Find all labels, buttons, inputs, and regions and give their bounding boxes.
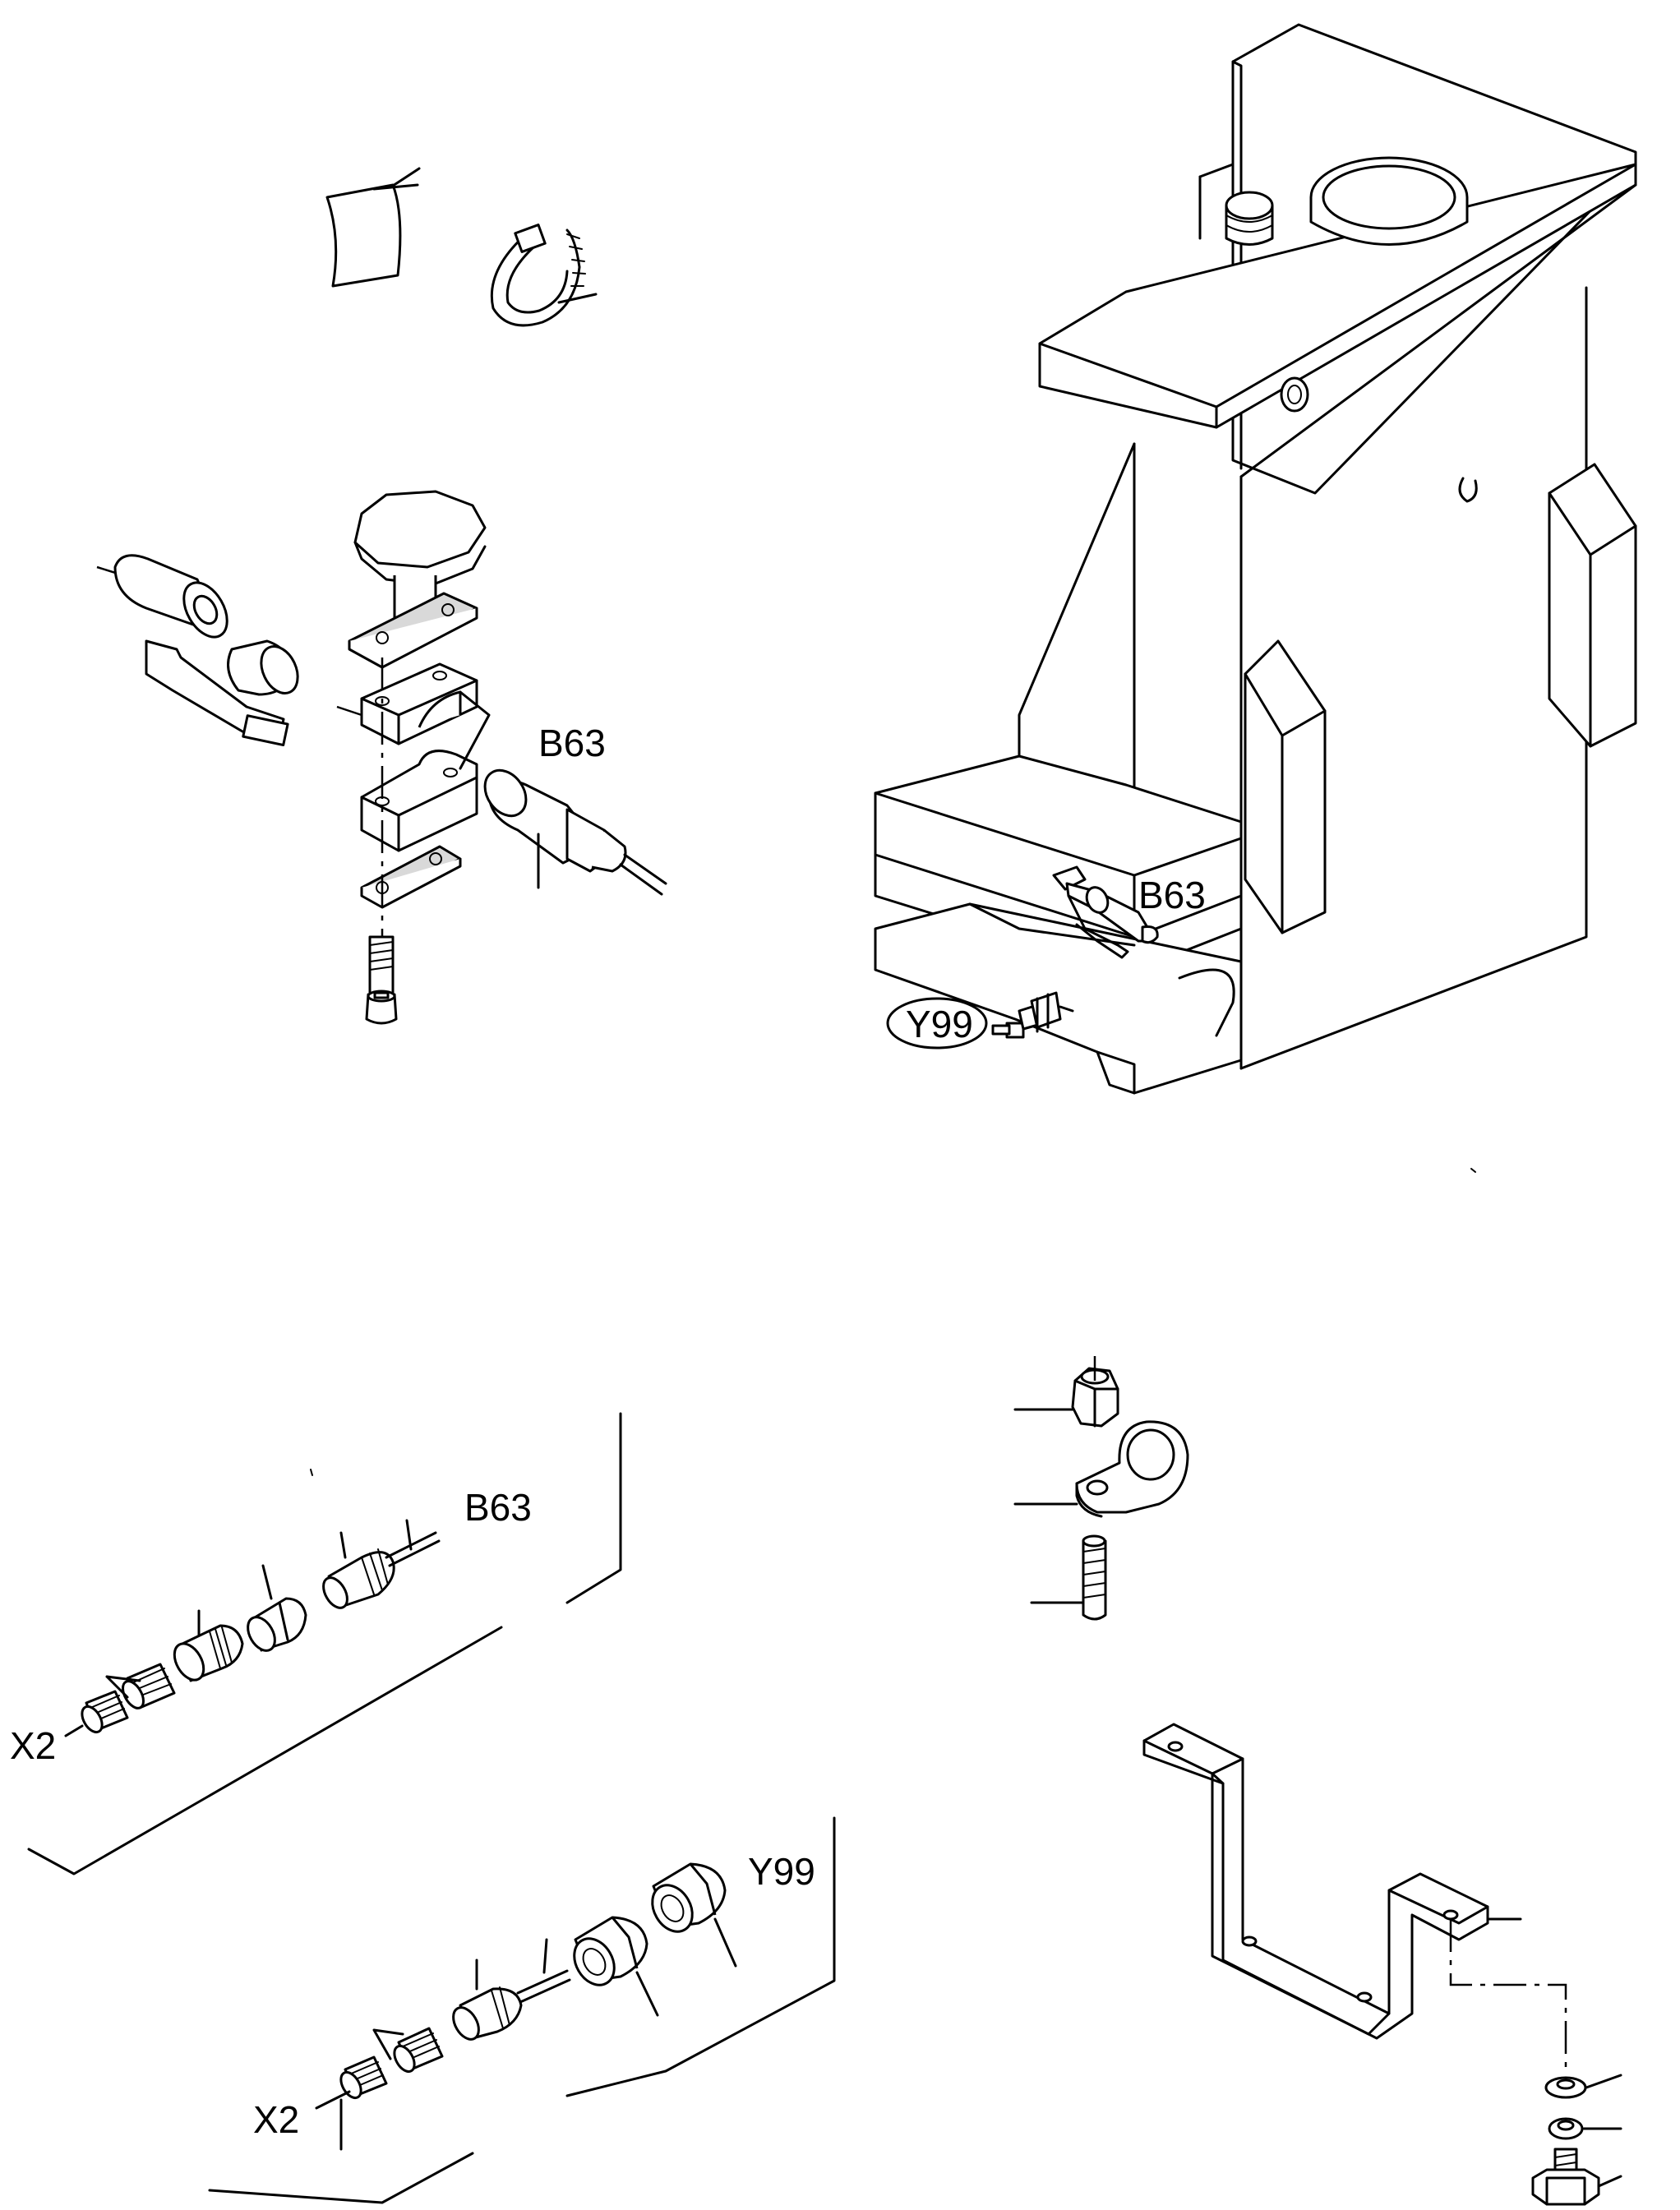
label-b63-connector: B63 (464, 1486, 532, 1529)
y99-connector-parts-icon (315, 1862, 737, 2151)
label-y99-machine: Y99 (906, 1003, 973, 1045)
connector-b63-frame (27, 1412, 622, 1876)
machine-column-icon (874, 23, 1637, 1095)
y99-callout-oval (886, 997, 988, 1050)
valve-on-machine-icon (991, 991, 1074, 1039)
cable-tie-icon (490, 224, 598, 327)
clamp-block-lower-icon (360, 690, 491, 852)
label-x2-upper: X2 (10, 1724, 56, 1767)
cable-sleeve-icon (325, 167, 421, 288)
label-b63-top: B63 (538, 722, 606, 764)
proximity-sensor-icon (483, 768, 667, 896)
mounting-bracket-icon (1142, 1723, 1567, 2075)
sensor-on-machine-icon (1052, 865, 1159, 959)
washer-lower-icon (1548, 2117, 1622, 2140)
screw-icon (365, 935, 398, 1025)
stray-mark (1470, 1168, 1476, 1173)
label-x2-lower: X2 (253, 2098, 299, 2141)
pipe-clamp-assembly-icon (1013, 1356, 1189, 1621)
switch-plate-bottom-icon (360, 845, 462, 909)
hex-bolt-icon (1531, 2148, 1622, 2206)
washer-upper-icon (1544, 2074, 1622, 2099)
switch-valve-icon (96, 554, 299, 747)
label-y99-connector: Y99 (748, 1850, 815, 1893)
b63-connector-parts-icon (64, 1469, 441, 1737)
clamp-block-upper-icon (336, 662, 478, 745)
connector-y99-frame (208, 1816, 836, 2204)
label-b63-machine: B63 (1138, 874, 1206, 916)
